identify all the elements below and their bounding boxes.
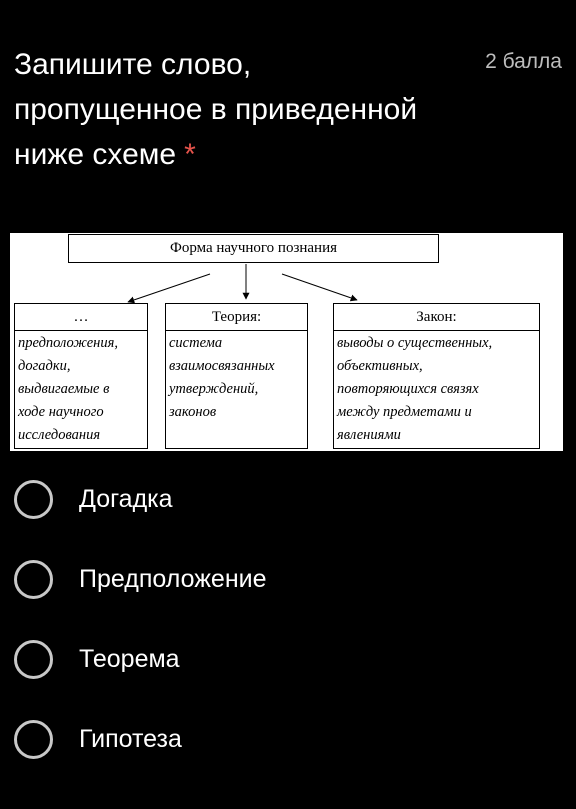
question-title-line-1: Запишите слово, xyxy=(14,48,252,81)
diagram-box-header: Теория: xyxy=(166,304,307,331)
diagram-box-header: Закон: xyxy=(334,304,539,331)
question-title: Запишите слово, пропущенное в приведенно… xyxy=(14,42,484,177)
option-label: Теорема xyxy=(79,644,180,673)
option-3[interactable]: Теорема xyxy=(14,636,534,682)
diagram-box-body: система взаимосвязанных утверждений, зак… xyxy=(169,335,275,420)
diagram-box-body: выводы о существенных, объективных, повт… xyxy=(337,335,493,443)
required-asterisk: * xyxy=(184,138,196,171)
diagram-box-theory: Теория: система взаимосвязанных утвержде… xyxy=(165,303,308,449)
arrow-right xyxy=(281,273,358,302)
diagram-box-header: … xyxy=(15,304,147,331)
option-label: Гипотеза xyxy=(79,724,182,753)
radio-button[interactable] xyxy=(14,559,53,599)
diagram-box-missing: … предположения, догадки, выдвигаемые в … xyxy=(14,303,148,449)
question-title-line-3-text: ниже схеме xyxy=(14,138,177,171)
question-title-line-3: ниже схеме* xyxy=(14,132,484,177)
option-1[interactable]: Догадка xyxy=(14,476,534,522)
diagram-box-body: предположения, догадки, выдвигаемые в хо… xyxy=(18,335,118,443)
question-diagram-image: Форма научного познания … предположения,… xyxy=(10,233,563,451)
diagram-top-box: Форма научного познания xyxy=(68,234,439,263)
option-4[interactable]: Гипотеза xyxy=(14,716,534,762)
radio-button[interactable] xyxy=(14,639,53,679)
option-label: Предположение xyxy=(79,564,267,593)
radio-button[interactable] xyxy=(14,719,53,759)
radio-button[interactable] xyxy=(14,479,53,519)
diagram-box-law: Закон: выводы о существенных, объективны… xyxy=(333,303,540,449)
arrow-left xyxy=(127,273,211,304)
question-title-line-2: пропущенное в приведенной xyxy=(14,93,418,126)
option-label: Догадка xyxy=(79,484,173,513)
option-2[interactable]: Предположение xyxy=(14,556,534,602)
diagram-arrows xyxy=(127,264,358,304)
points-badge: 2 балла xyxy=(485,50,562,73)
